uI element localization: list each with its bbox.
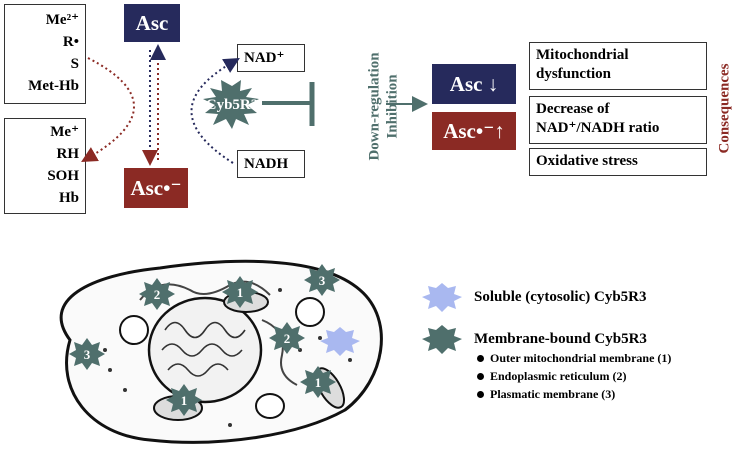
asc-radical-increase-label: Asc•⁻↑ bbox=[443, 119, 505, 143]
asc-box: Asc bbox=[124, 4, 180, 42]
legend-bullet bbox=[477, 391, 484, 398]
cyb5r3-label: Cyb5R3 bbox=[206, 97, 259, 113]
cyb5r3-enzyme-shape bbox=[203, 80, 259, 129]
nadh-box: NADH bbox=[237, 150, 305, 178]
asc-decrease-label: Asc ↓ bbox=[449, 71, 499, 96]
nadh-label: NADH bbox=[244, 155, 289, 172]
membrane-cyb5r3-marker-b: 1 bbox=[222, 276, 258, 308]
reaction-scheme: Cyb5R3 bbox=[81, 44, 428, 166]
membrane-cyb5r3-marker-e: 3 bbox=[69, 338, 105, 370]
vesicle bbox=[119, 315, 149, 345]
vesicle bbox=[255, 393, 285, 419]
legend-membrane-icon bbox=[422, 325, 462, 354]
species-meplus: Me⁺ bbox=[50, 124, 79, 140]
consequence-nad-ratio: Decrease of NAD⁺/NADH ratio bbox=[529, 96, 707, 144]
nad-label: NAD⁺ bbox=[244, 49, 285, 66]
vesicle bbox=[295, 297, 325, 327]
chromatin bbox=[161, 321, 246, 377]
inhibition-label: Inhibition bbox=[384, 74, 401, 139]
species-radical: R• bbox=[62, 34, 79, 50]
species-soh: SOH bbox=[47, 168, 79, 184]
legend-item-mitochondrial: Outer mitochondrial membrane (1) bbox=[490, 351, 672, 365]
oxidized-species-box: Me²⁺ R• S Met-Hb bbox=[4, 4, 86, 104]
svg-text:2: 2 bbox=[284, 331, 291, 346]
membrane-cyb5r3-marker-f: 1 bbox=[300, 366, 336, 398]
asc-radical-increase-box: Asc•⁻↑ bbox=[432, 112, 516, 150]
down-regulation-label: Down-regulation bbox=[366, 52, 383, 161]
legend-bullet bbox=[477, 355, 484, 362]
reduction-arrow bbox=[81, 57, 135, 162]
asc-radical-label: Asc•⁻ bbox=[130, 176, 182, 200]
consequences-title: Consequences bbox=[716, 63, 733, 154]
cell-diagram bbox=[59, 259, 383, 444]
svg-text:1: 1 bbox=[181, 393, 188, 408]
asc-label: Asc bbox=[135, 10, 169, 35]
reduced-species-box: Me⁺ RH SOH Hb bbox=[4, 118, 86, 214]
nad-box: NAD⁺ bbox=[237, 44, 305, 72]
membrane-cyb5r3-marker-c: 3 bbox=[304, 264, 340, 296]
cell-cyb5r3-markers: 2 1 3 2 3 1 1 bbox=[69, 264, 340, 416]
svg-text:1: 1 bbox=[237, 285, 244, 300]
svg-text:1: 1 bbox=[315, 375, 322, 390]
species-s: S bbox=[70, 56, 79, 72]
nadh-oxidation-arrow bbox=[190, 57, 240, 164]
species-methb: Met-Hb bbox=[28, 78, 79, 94]
legend-membrane-label: Membrane-bound Cyb5R3 bbox=[474, 331, 647, 347]
legend-bullet bbox=[477, 373, 484, 380]
membrane-cyb5r3-marker-d: 2 bbox=[269, 322, 305, 354]
nucleus bbox=[147, 296, 263, 404]
membrane-cyb5r3-marker-g: 1 bbox=[166, 384, 202, 416]
svg-text:3: 3 bbox=[319, 273, 326, 288]
legend-icons bbox=[422, 283, 462, 354]
legend-item-er: Endoplasmic reticulum (2) bbox=[490, 369, 627, 383]
consequence-mitochondrial: Mitochondrial dysfunction bbox=[529, 42, 707, 90]
svg-text:2: 2 bbox=[154, 287, 161, 302]
species-hb: Hb bbox=[58, 190, 79, 206]
species-me2plus: Me²⁺ bbox=[45, 12, 79, 28]
soluble-cyb5r3-marker bbox=[320, 327, 360, 356]
legend-soluble-label: Soluble (cytosolic) Cyb5R3 bbox=[474, 289, 647, 305]
membrane-cyb5r3-marker-a: 2 bbox=[139, 278, 175, 310]
asc-decrease-box: Asc ↓ bbox=[432, 64, 516, 104]
consequence-oxidative-stress: Oxidative stress bbox=[529, 148, 707, 176]
legend-soluble-icon bbox=[422, 283, 462, 312]
svg-text:3: 3 bbox=[84, 347, 91, 362]
legend-item-plasma: Plasmatic membrane (3) bbox=[490, 387, 616, 401]
asc-radical-box: Asc•⁻ bbox=[124, 168, 188, 208]
species-rh: RH bbox=[56, 146, 80, 162]
